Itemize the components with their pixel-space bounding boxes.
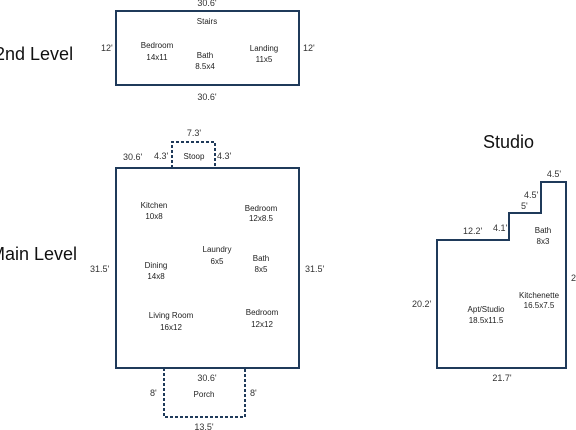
room-stoop-name: Stoop xyxy=(184,152,205,161)
studio-outline xyxy=(436,181,567,369)
room-bedroom-upper-size: 14x11 xyxy=(146,53,168,62)
second-level-outline xyxy=(115,10,300,86)
main-level-outline xyxy=(115,167,300,369)
room-dining-name: Dining xyxy=(145,261,168,270)
second-level-dim-bottom: 30.6' xyxy=(197,92,217,102)
room-bath-main-name: Bath xyxy=(253,254,269,263)
stoop-outline xyxy=(171,141,216,168)
room-bath-upper-size: 8.5x4 xyxy=(195,62,215,71)
porch-dim-right: 8' xyxy=(250,388,257,398)
room-apt-studio-name: Apt/Studio xyxy=(468,305,505,314)
main-level-dim-top: 30.6' xyxy=(123,152,143,162)
studio-plan: Studio 4.5' 4.5' 5' 4.1' 12.2' 20.2' 2 B… xyxy=(412,132,576,383)
room-laundry-size: 6x5 xyxy=(211,257,224,266)
main-level-plan: Main Level 7.3' 30.6' 4.3' 4.3' Stoop 31… xyxy=(0,128,325,430)
room-bedroom-back-name: Bedroom xyxy=(246,308,279,317)
room-kitchen-name: Kitchen xyxy=(141,201,168,210)
room-kitchenette-name: Kitchenette xyxy=(519,291,560,300)
studio-dim-right: 2 xyxy=(571,273,576,283)
main-level-dim-right: 31.5' xyxy=(305,264,325,274)
stoop-dim-left: 4.3' xyxy=(154,151,169,161)
second-level-dim-top: 30.6' xyxy=(197,0,217,8)
studio-dim-top: 4.5' xyxy=(547,169,562,179)
stoop-dim-width: 7.3' xyxy=(187,128,202,138)
second-level-plan: 2nd Level 30.6' 30.6' 12' 12' Stairs Bed… xyxy=(0,0,315,102)
second-level-dim-right: 12' xyxy=(303,43,315,53)
studio-dim-left-top: 12.2' xyxy=(463,226,483,236)
studio-dim-step2-vertical: 5' xyxy=(521,201,528,211)
room-kitchen-size: 10x8 xyxy=(145,212,163,221)
room-bath-upper-name: Bath xyxy=(197,51,213,60)
room-living-room-size: 16x12 xyxy=(160,323,182,332)
room-dining-size: 14x8 xyxy=(147,272,165,281)
studio-heading: Studio xyxy=(483,132,534,152)
room-bath-main-size: 8x5 xyxy=(255,265,268,274)
studio-dim-step2: 4.5' xyxy=(524,190,539,200)
room-landing-size: 11x5 xyxy=(256,55,273,64)
second-level-dim-left: 12' xyxy=(101,43,113,53)
room-bedroom-front-size: 12x8.5 xyxy=(249,214,274,223)
room-bedroom-front-name: Bedroom xyxy=(245,204,278,213)
porch-dim-width: 13.5' xyxy=(194,422,214,430)
main-level-heading: Main Level xyxy=(0,244,77,264)
main-level-dim-bottom: 30.6' xyxy=(197,373,217,383)
porch-dim-left: 8' xyxy=(150,388,157,398)
room-landing-name: Landing xyxy=(250,44,278,53)
room-living-room-name: Living Room xyxy=(149,311,194,320)
room-bath-studio-size: 8x3 xyxy=(537,237,550,246)
stoop-dim-right: 4.3' xyxy=(217,151,232,161)
room-bath-studio-name: Bath xyxy=(535,226,551,235)
room-porch-name: Porch xyxy=(194,390,215,399)
room-apt-studio-size: 18.5x11.5 xyxy=(469,316,504,325)
room-bedroom-back-size: 12x12 xyxy=(251,320,273,329)
main-level-dim-left: 31.5' xyxy=(90,264,110,274)
room-laundry-name: Laundry xyxy=(203,245,232,254)
room-stairs-name: Stairs xyxy=(197,17,217,26)
room-kitchenette-size: 16.5x7.5 xyxy=(524,301,555,310)
room-bedroom-upper-name: Bedroom xyxy=(141,41,174,50)
studio-dim-left: 20.2' xyxy=(412,299,432,309)
second-level-heading: 2nd Level xyxy=(0,44,73,64)
studio-dim-step1-vertical: 4.1' xyxy=(493,223,508,233)
studio-dim-bottom: 21.7' xyxy=(492,373,512,383)
